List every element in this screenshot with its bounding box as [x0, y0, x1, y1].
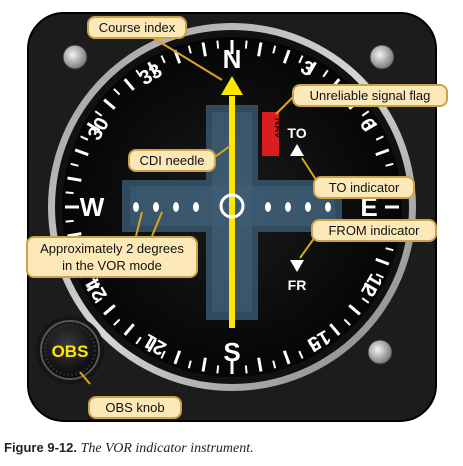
compass-tick — [113, 318, 121, 326]
compass-tick — [160, 350, 166, 359]
compass-tick — [361, 297, 370, 304]
compass-tick — [307, 338, 317, 353]
compass-tick — [361, 110, 370, 117]
nav-warning-flag — [262, 112, 279, 156]
nav-flag-text: NAV — [272, 118, 283, 139]
compass-tick — [173, 350, 182, 365]
compass-tick — [103, 98, 116, 110]
callout-deviation-line-1: Approximately 2 degrees — [40, 241, 184, 256]
compass-tick — [65, 219, 74, 223]
compass-tick — [94, 110, 103, 117]
compass-tick — [80, 135, 89, 141]
compass-tick — [244, 40, 248, 49]
cdi-needle — [229, 96, 235, 328]
compass-label-w: W — [80, 192, 105, 222]
to-arrow-icon — [290, 144, 304, 156]
compass-tick — [307, 61, 317, 76]
compass-tick — [329, 323, 341, 336]
compass-tick — [65, 191, 74, 195]
center-ring — [219, 193, 245, 219]
obs-knob-label: OBS — [52, 342, 89, 361]
compass-tick — [70, 162, 79, 167]
compass-tick — [348, 304, 361, 316]
compass-tick — [282, 49, 291, 64]
compass-tick — [363, 282, 378, 292]
mounting-screw-top-left — [62, 44, 88, 70]
compass-tick — [67, 232, 82, 238]
compass-tick — [123, 78, 135, 91]
compass-tick — [343, 318, 351, 326]
compass-tick — [385, 247, 394, 252]
compass-tick — [187, 360, 192, 369]
compass-tick — [322, 69, 329, 78]
compass-tick — [257, 42, 263, 57]
compass-tick — [86, 122, 101, 132]
compass-tick — [74, 148, 89, 157]
compass-tick — [135, 336, 142, 345]
compass-tick — [201, 357, 207, 372]
compass-tick — [257, 357, 263, 372]
compass-tick — [67, 176, 82, 182]
compass-label-n: N — [223, 44, 242, 74]
cdi-deviation-dots — [133, 202, 331, 212]
compass-tick — [322, 336, 329, 345]
compass-tick — [113, 88, 121, 96]
compass-tick — [272, 360, 277, 369]
callout-unreliable-signal-flag: Unreliable signal flag — [292, 84, 448, 107]
compass-tick — [201, 42, 207, 57]
compass-label-e: E — [360, 192, 377, 222]
compass-tick — [298, 350, 304, 359]
from-arrow-icon — [290, 260, 304, 272]
compass-tick — [244, 365, 248, 374]
compass-tick — [298, 55, 304, 64]
compass-tick — [216, 40, 220, 49]
compass-tick — [375, 148, 390, 157]
compass-tick — [187, 45, 192, 54]
mounting-screw-bottom-right — [367, 339, 393, 365]
compass-tick — [375, 135, 384, 141]
obs-knob[interactable]: OBS — [36, 316, 104, 384]
compass-tick — [385, 162, 394, 167]
compass-tick — [282, 350, 291, 365]
callout-obs-knob: OBS knob — [88, 396, 182, 419]
compass-tick — [135, 69, 142, 78]
compass-tick — [272, 45, 277, 54]
compass-tick — [94, 297, 103, 304]
callout-deviation-line-2: in the VOR mode — [62, 258, 162, 273]
compass-tick — [123, 323, 135, 336]
compass-tick — [147, 61, 157, 76]
figure-number: Figure 9-12. — [4, 440, 77, 455]
figure-caption: Figure 9-12. The VOR indicator instrumen… — [4, 440, 254, 457]
from-label: FR — [288, 277, 307, 293]
compass-tick — [147, 338, 157, 353]
compass-tick — [375, 257, 390, 266]
figure-caption-text: The VOR indicator instrument. — [80, 441, 254, 456]
callout-from-indicator: FROM indicator — [311, 219, 437, 242]
compass-label-s: S — [223, 337, 240, 367]
compass-tick — [375, 273, 384, 279]
to-label: TO — [287, 125, 306, 141]
mounting-screw-top-right — [369, 44, 395, 70]
compass-tick — [216, 365, 220, 374]
compass-tick — [363, 122, 378, 132]
callout-cdi-needle: CDI needle — [128, 149, 216, 172]
course-index-triangle — [221, 76, 243, 95]
compass-tick — [103, 304, 116, 316]
compass-tick — [160, 55, 166, 64]
callout-course-index: Course index — [87, 16, 187, 39]
callout-deviation-dots: Approximately 2 degrees in the VOR mode — [26, 236, 198, 278]
callout-to-indicator: TO indicator — [313, 176, 415, 199]
compass-tick — [86, 282, 101, 292]
